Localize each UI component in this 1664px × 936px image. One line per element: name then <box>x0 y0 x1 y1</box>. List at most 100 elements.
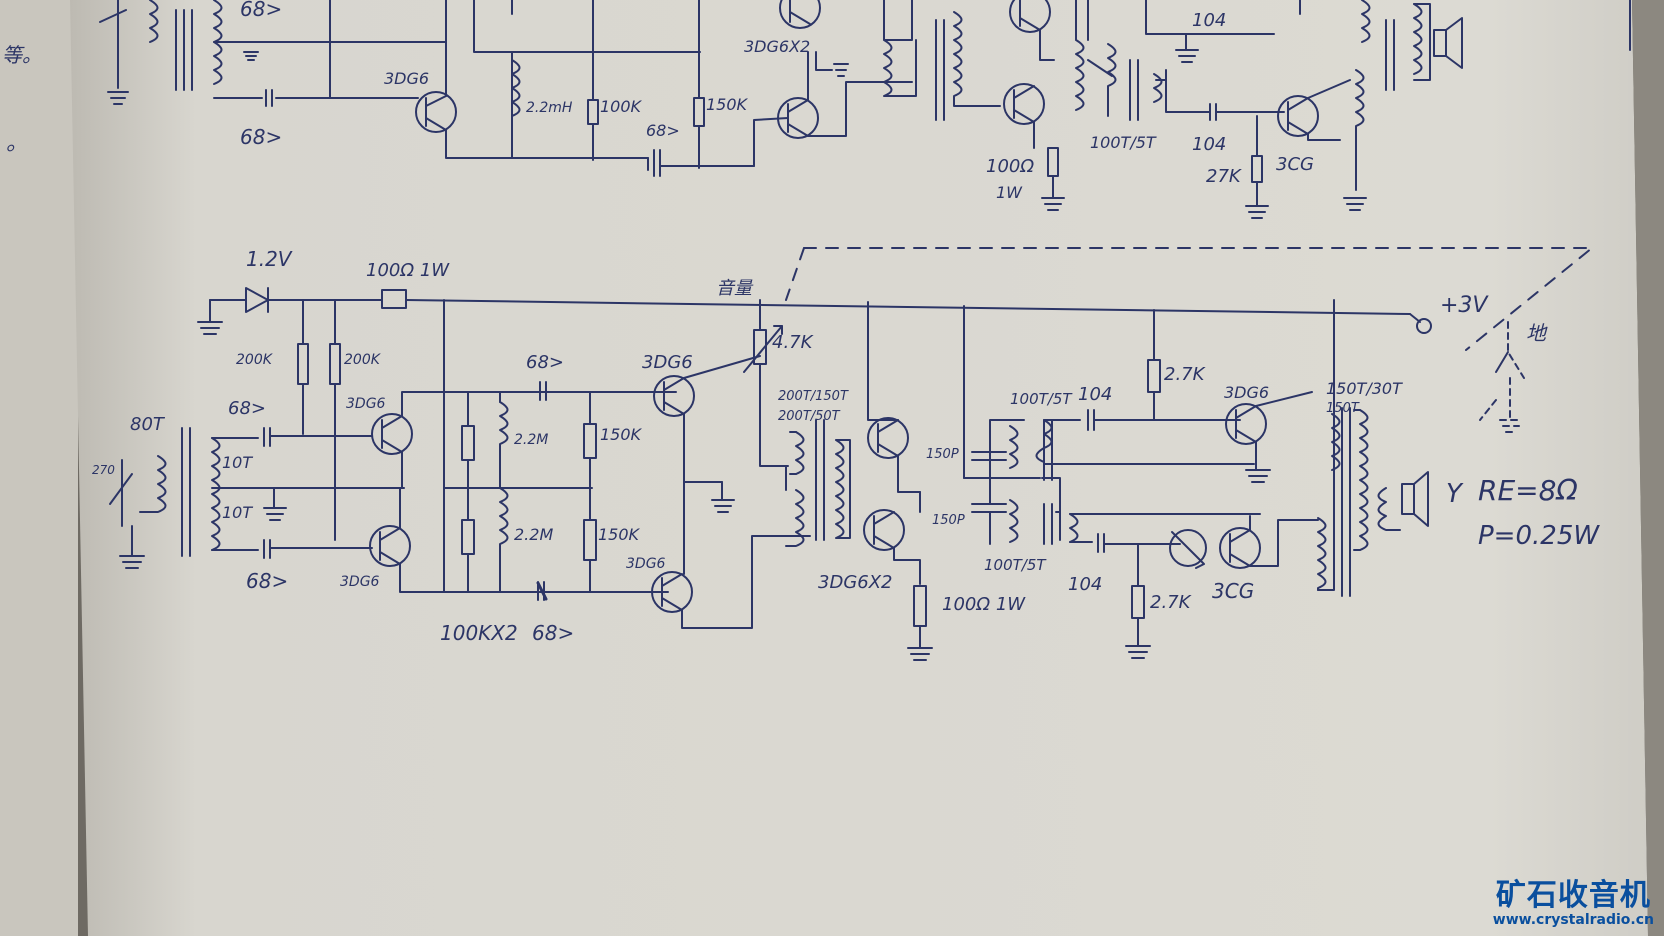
label-resistor-200k-a: 200K <box>236 352 274 368</box>
label-cap-68-bottom-left: 68> <box>240 125 282 149</box>
lower-labels: 1.2V 100Ω 1W 音量 4.7K +3V 地 200K 200K 80T… <box>92 247 1600 645</box>
ground-symbol <box>107 91 129 105</box>
cap-150p-a <box>971 451 1007 461</box>
transistor-3cg <box>1219 527 1261 569</box>
label-transistor-3dg6x2: 3DG6X2 <box>818 572 893 593</box>
speaker-symbol-lower <box>1413 471 1429 527</box>
ground-battery <box>197 299 223 335</box>
lower-circuit <box>109 247 1593 661</box>
label-transformer-200t-150t: 200T/150T <box>778 389 849 404</box>
label-transistor-3cg: 3CG <box>1212 579 1254 603</box>
label-output-transformer-b: 150T <box>1326 401 1360 416</box>
transformer-200t-150t <box>795 431 805 475</box>
label-switch: 地 <box>1526 321 1548 345</box>
watermark-url: www.crystalradio.cn <box>1492 912 1654 928</box>
label-transistor-3dg6-a: 3DG6 <box>346 396 386 412</box>
label-resistor-100ohm: 100Ω <box>986 156 1034 177</box>
label-output-transformer: 150T/30T <box>1326 379 1403 398</box>
label-turns-10t-b: 10T <box>222 503 253 522</box>
label-cap-68-d: 68> <box>532 621 574 645</box>
speaker-symbol-upper <box>1445 17 1463 69</box>
label-resistor-27k: 27K <box>1206 166 1242 187</box>
inductor-2-2mh <box>511 59 521 117</box>
label-resistor-100ohm-1w-b: 100Ω 1W <box>942 594 1026 615</box>
transistor-3dg6-d <box>651 571 693 613</box>
label-cap-68-a: 68> <box>228 398 266 419</box>
left-underlying-page <box>0 0 78 936</box>
label-resistor-150k-b: 150K <box>598 525 641 544</box>
label-speaker-re: RE=8Ω <box>1478 474 1578 507</box>
label-resistor-100k: 100K <box>600 97 643 116</box>
transistor-3dg6-upper <box>415 91 457 133</box>
cap-68-mid <box>539 381 547 401</box>
margin-mark-mid: 。 <box>6 131 28 156</box>
label-transistor-3cg: 3CG <box>1276 154 1314 175</box>
label-transistor-3dg6-d: 3DG6 <box>626 556 666 572</box>
label-resistor-200k-b: 200K <box>344 352 382 368</box>
label-supply-3v: +3V <box>1440 293 1489 318</box>
inductor-2-2m-a <box>499 401 509 489</box>
label-transformer-200t-50t: 200T/50T <box>778 409 841 424</box>
label-transistor-3dg6-b: 3DG6 <box>340 574 380 590</box>
label-inductor-2-2m-a: 2.2M <box>514 432 548 448</box>
label-resistors-100kx2: 100KX2 <box>440 621 518 645</box>
transistor-3dg6x2-a <box>867 417 909 459</box>
label-resistor-27k-a: 2.7K <box>1164 364 1206 385</box>
label-cap-68-c: 68> <box>526 352 564 373</box>
label-resistor-100ohm-1w: 100Ω 1W <box>366 260 450 281</box>
transistor-upper-right <box>1003 83 1045 125</box>
label-transformer-100t-5t-a: 100T/5T <box>1010 390 1073 408</box>
transistor-3dg6-b <box>369 525 411 567</box>
upper-labels: 68> 68> 3DG6 2.2mH 100K 150K 68> 3DG6X2 … <box>240 0 1314 202</box>
label-inductor-2-2mh: 2.2mH <box>526 100 573 116</box>
label-resistor-27k-b: 2.7K <box>1150 592 1192 613</box>
label-turns-10t-a: 10T <box>222 453 253 472</box>
label-pot-4-7k: 4.7K <box>772 332 814 353</box>
label-transistor-3dg6x2: 3DG6X2 <box>744 37 810 56</box>
label-inductor-2-2m-b: 2.2M <box>514 525 553 544</box>
label-volume: 音量 <box>716 278 754 299</box>
label-resistor-150k-a: 150K <box>600 425 643 444</box>
upper-circuit <box>99 0 1631 219</box>
label-antenna-80t: 80T <box>130 414 166 435</box>
label-transistor-3dg6: 3DG6 <box>384 69 429 88</box>
transistor-3dg6x2-b <box>863 509 905 551</box>
output-transformer <box>1359 409 1369 551</box>
label-cap-104-mid: 104 <box>1192 134 1226 155</box>
coil-100t-5t-b <box>1009 499 1019 543</box>
diode-thermistor <box>1169 529 1207 567</box>
label-trimmer-270: 270 <box>92 463 115 477</box>
transistor-3cg-upper <box>1277 95 1319 137</box>
antenna-coil-80t <box>139 455 167 513</box>
coil-100t-5t-a <box>1009 425 1019 469</box>
paper-sheet <box>70 0 1648 936</box>
inductor-2-2m-b <box>499 487 509 593</box>
label-cap-104-b: 104 <box>1068 574 1102 595</box>
watermark: 矿石收音机 www.crystalradio.cn <box>1492 878 1654 929</box>
label-cap-150p-a: 150P <box>926 447 959 462</box>
transistor-3dg6-c <box>653 375 695 417</box>
label-transformer-100t-5t-b: 100T/5T <box>984 556 1047 574</box>
label-cap-104-a: 104 <box>1078 384 1112 405</box>
label-cap-68-mid: 68> <box>646 121 680 140</box>
watermark-title: 矿石收音机 <box>1495 878 1651 913</box>
label-cap-104-top: 104 <box>1192 10 1226 31</box>
transistor-3dg6-a <box>371 413 413 455</box>
label-cap-150p-b: 150P <box>932 513 965 528</box>
supply-3v-terminal <box>1416 318 1432 334</box>
label-power-1w: 1W <box>996 183 1023 202</box>
label-battery-1-2v: 1.2V <box>246 247 293 271</box>
label-speaker-power: P=0.25W <box>1478 521 1600 551</box>
label-cap-68-top-left: 68> <box>240 0 282 21</box>
right-page-edge <box>1632 0 1664 936</box>
margin-mark-top: 等。 <box>2 43 42 67</box>
label-transformer-100t-5t: 100T/5T <box>1090 133 1157 152</box>
label-speaker-symbol: Y <box>1446 479 1464 509</box>
transformer-10t-10t <box>211 437 221 551</box>
label-resistor-150k: 150K <box>706 95 749 114</box>
label-transistor-3dg6-e: 3DG6 <box>1224 383 1269 402</box>
transistor-3dg6-e <box>1225 403 1267 445</box>
label-transistor-3dg6-c: 3DG6 <box>642 352 693 373</box>
